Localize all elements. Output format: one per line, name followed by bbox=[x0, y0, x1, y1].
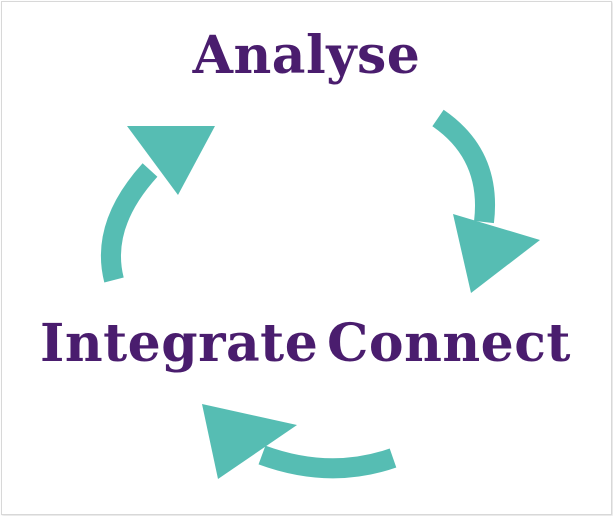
arrow-integrate-to-analyse bbox=[101, 126, 215, 283]
arrow-integrate-to-analyse-head bbox=[127, 126, 215, 195]
arrow-integrate-to-analyse-shaft bbox=[101, 163, 158, 283]
stage-label-integrate: Integrate bbox=[40, 313, 319, 374]
arrow-connect-to-integrate-shaft bbox=[258, 445, 397, 479]
arrow-connect-to-integrate-head bbox=[202, 404, 297, 479]
stage-label-connect: Connect bbox=[327, 313, 571, 374]
arrow-analyse-to-connect bbox=[432, 109, 540, 293]
arrow-analyse-to-connect-head bbox=[453, 214, 540, 293]
arrow-connect-to-integrate bbox=[202, 404, 397, 479]
arrow-analyse-to-connect-shaft bbox=[432, 109, 495, 224]
stage-label-analyse: Analyse bbox=[192, 25, 421, 86]
